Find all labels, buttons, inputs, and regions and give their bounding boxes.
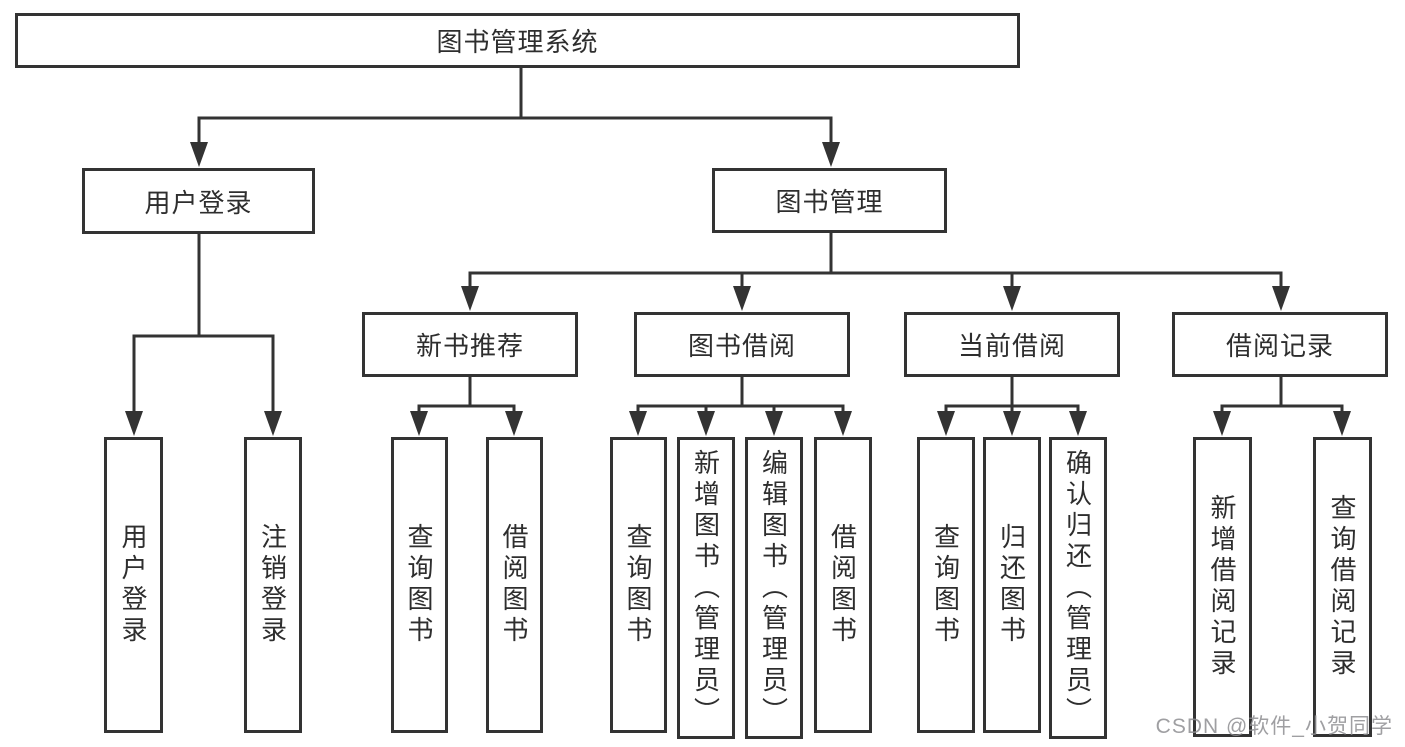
leaf-query-books-current: 查询图书 xyxy=(917,437,975,733)
connector-newbook-to-leaves xyxy=(417,377,516,412)
node-book-management: 图书管理 xyxy=(712,168,947,233)
node-current-borrow: 当前借阅 xyxy=(904,312,1120,377)
leaf-add-borrow-record: 新增借阅记录 xyxy=(1193,437,1252,737)
connector-login-to-leaves xyxy=(132,234,275,412)
node-new-book-recommend: 新书推荐 xyxy=(362,312,578,377)
connector-borrow-to-leaves xyxy=(636,377,845,412)
leaf-query-books-borrow: 查询图书 xyxy=(610,437,667,733)
leaf-borrow-books-recommend: 借阅图书 xyxy=(486,437,543,733)
connector-mgmt-to-level3 xyxy=(468,233,1283,288)
connector-record-to-leaves xyxy=(1220,377,1344,412)
node-borrow-records: 借阅记录 xyxy=(1172,312,1388,377)
connector-current-to-leaves xyxy=(944,377,1080,412)
leaf-confirm-return-admin: 确认归还（管理员） xyxy=(1049,437,1107,739)
leaf-return-books: 归还图书 xyxy=(983,437,1041,733)
leaf-query-books-recommend: 查询图书 xyxy=(391,437,448,733)
leaf-logout: 注销登录 xyxy=(244,437,302,733)
node-user-login: 用户登录 xyxy=(82,168,315,234)
csdn-watermark: CSDN @软件_小贺同学 xyxy=(1155,715,1393,738)
node-book-borrow: 图书借阅 xyxy=(634,312,850,377)
leaf-borrow-books: 借阅图书 xyxy=(814,437,872,733)
leaf-query-borrow-record: 查询借阅记录 xyxy=(1313,437,1372,737)
leaf-edit-books-admin: 编辑图书（管理员） xyxy=(745,437,803,739)
leaf-user-login: 用户登录 xyxy=(104,437,163,733)
leaf-add-books-admin: 新增图书（管理员） xyxy=(677,437,735,739)
connector-root-to-level2 xyxy=(197,68,833,143)
node-library-system: 图书管理系统 xyxy=(15,13,1020,68)
